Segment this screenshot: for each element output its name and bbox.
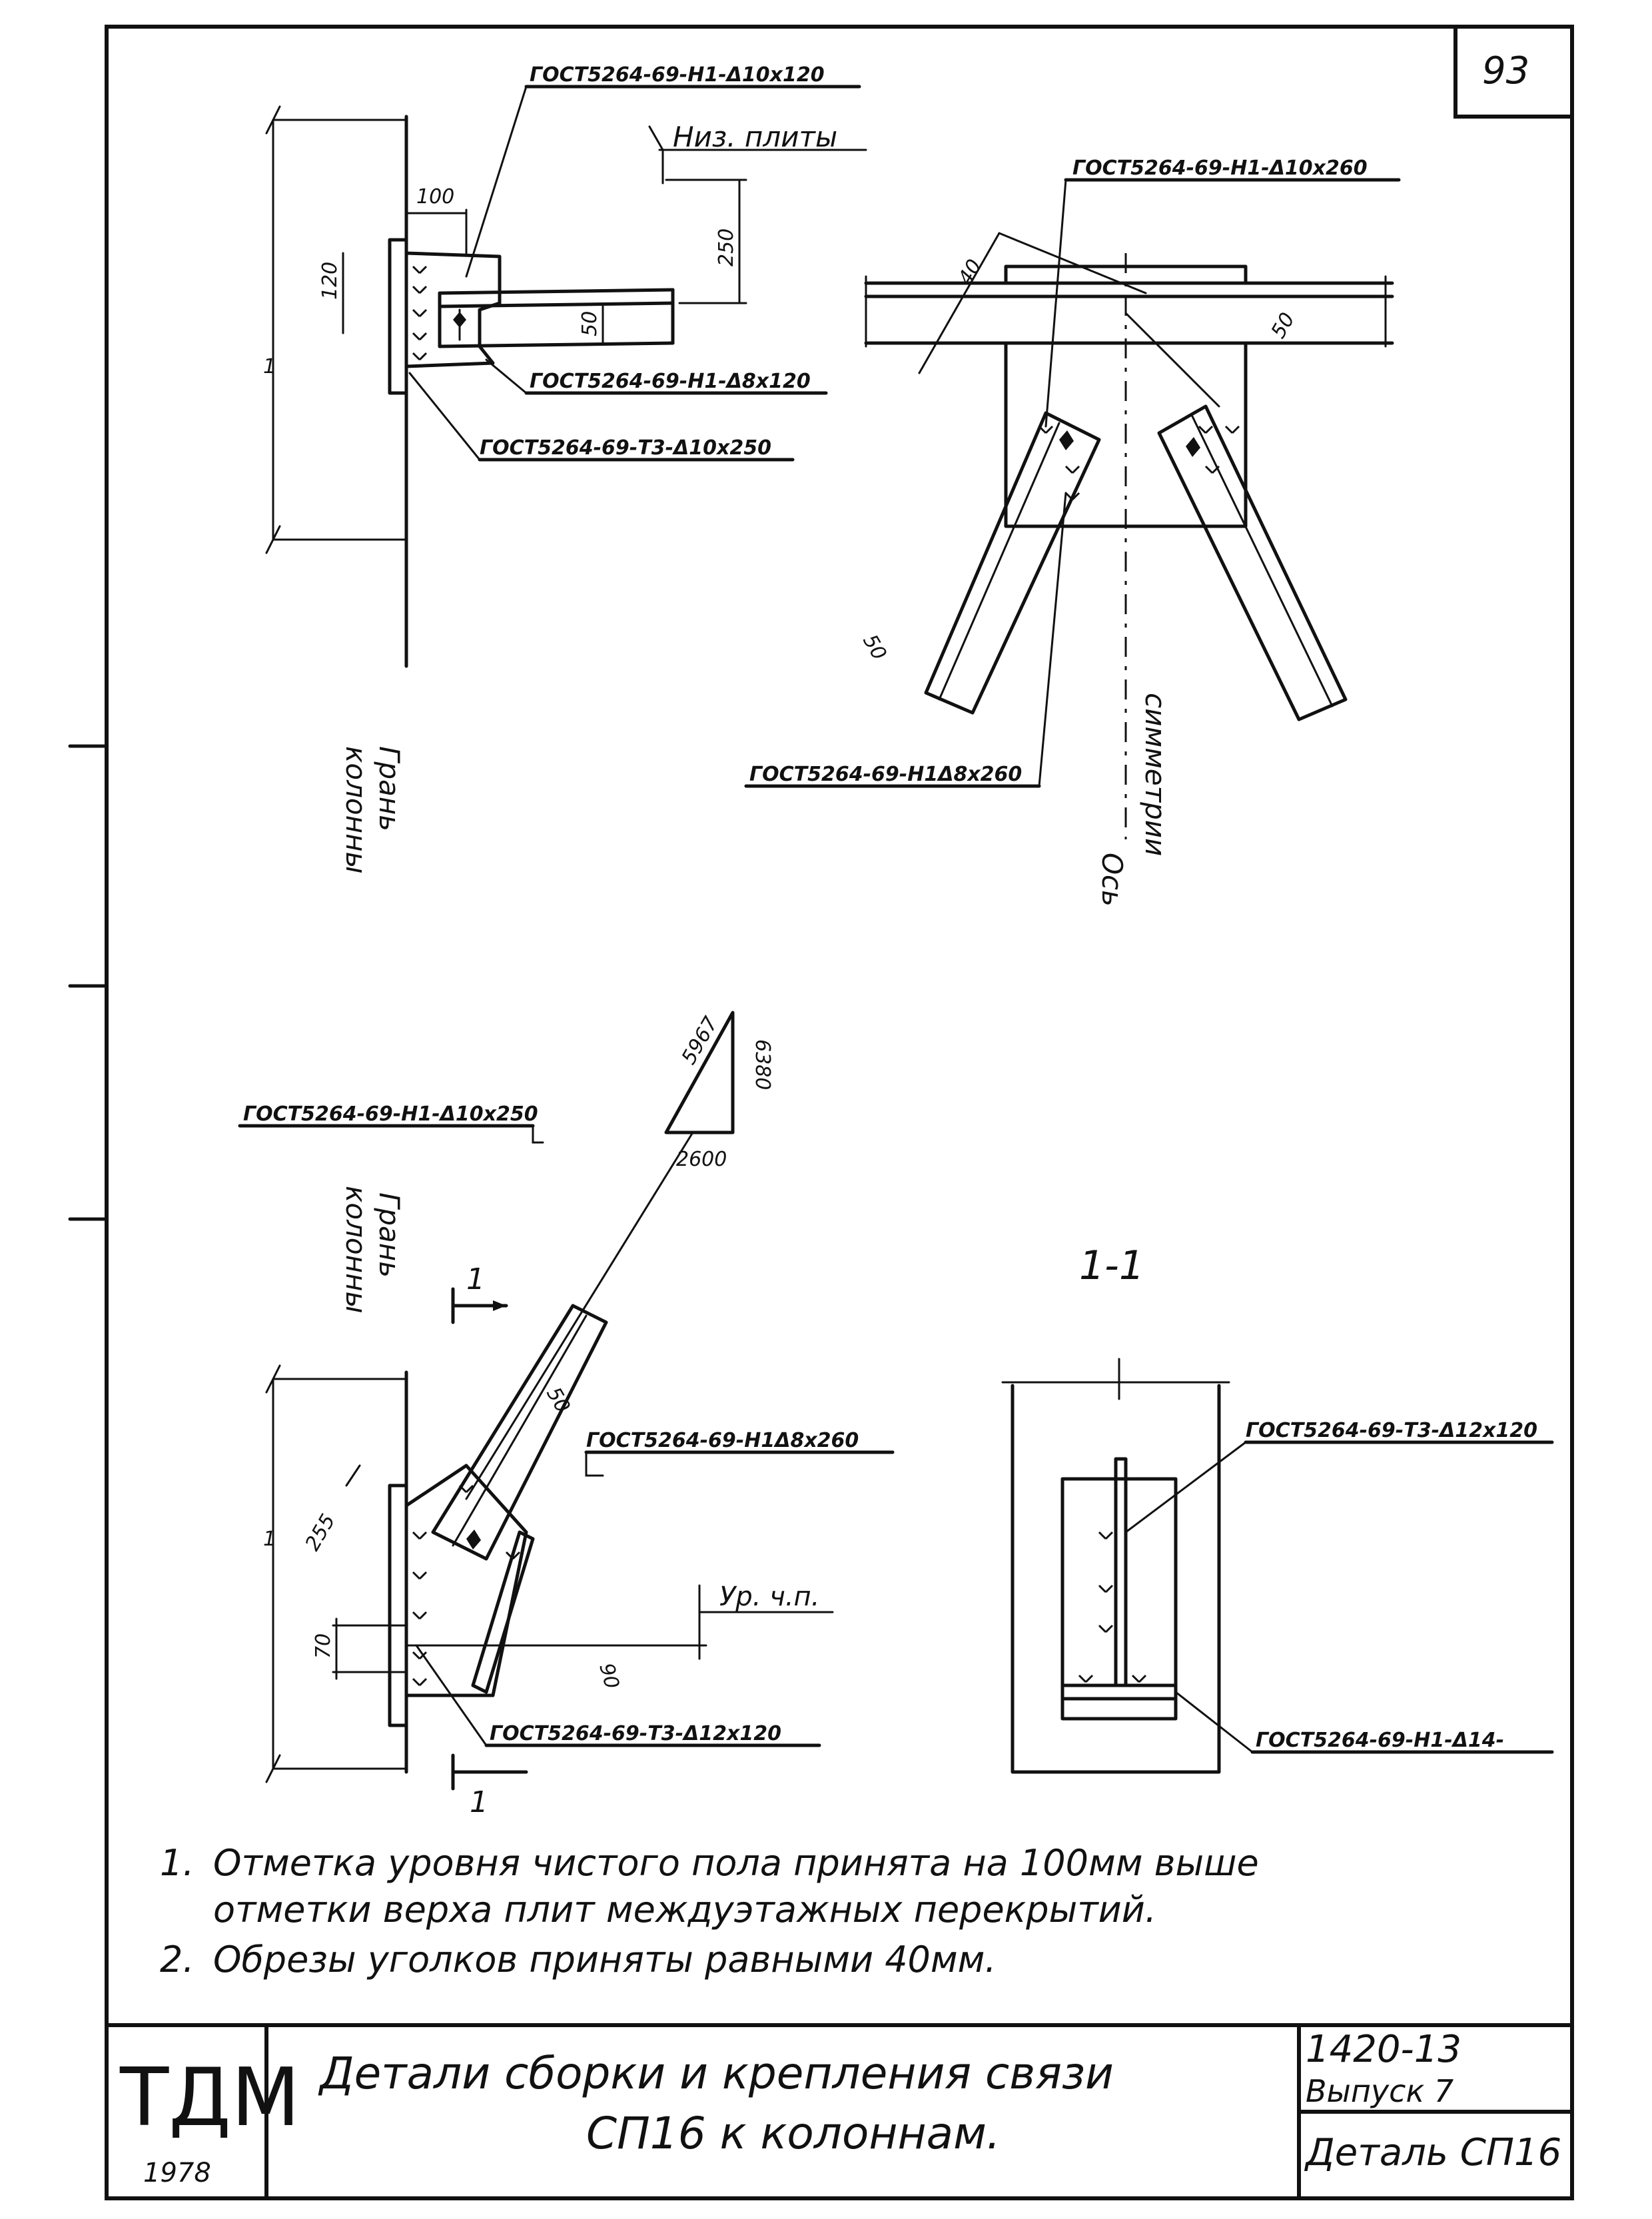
callout-weld-mid-bottom: ГОСТ5264-69-Н1Δ8х260 [586,1429,859,1452]
stamp-logo: ТДМ [119,2052,300,2144]
detail-bottom-left: 5967 6380 2600 1 255 70 50 90 [238,1011,895,1819]
dim-50-left: 50 [858,631,891,665]
slope-horiz: 2600 [676,1148,727,1171]
notes: 1. Отметка уровня чистого пола принята н… [160,1842,1259,1981]
dim-h1: 1 [263,355,276,378]
dim-50-right: 50 [1267,308,1300,342]
title-issue: Выпуск 7 [1306,2073,1453,2109]
dim-50: 50 [578,311,602,336]
callout-weld-mid: ГОСТ5264-69-Н1-Δ8х120 [530,370,811,393]
detail-top-left: 1 100 120 50 250 Низ. плиты [263,63,867,874]
slope-vert: 6380 [751,1039,774,1090]
dim-h1-bottom: 1 [263,1528,276,1551]
callout-section-weld-bottom: ГОСТ5264-69-Н1-Δ14- [1256,1729,1504,1752]
section-title: 1-1 [1079,1242,1144,1289]
axis-label-2: симметрии [1139,693,1172,856]
callout-weld-bottom-right: ГОСТ5264-69-Н1Δ8х260 [749,763,1022,786]
page-number-box [1453,27,1572,119]
section-mark-top: 1 [466,1262,485,1296]
sheet-frame [105,25,1574,2200]
section-mark-bottom: 1 [470,1785,488,1819]
dim-120: 120 [318,262,342,300]
title-line-2: СП16 к колоннам. [586,2108,1001,2159]
detail-top-right: 40 50 50 ГОСТ5264-69-Н1-Δ10х260 ГОСТ5264… [744,157,1401,907]
level-label: Низ. плиты [673,121,837,153]
column-face-label-1: Грань [373,746,406,831]
title-detail: Деталь СП16 [1304,2131,1561,2174]
note-1-line2: отметки верха плит междуэтажных перекрыт… [213,1889,1156,1931]
column-face-label-2: колонны [340,746,372,874]
axis-label-1: Ось [1096,853,1128,907]
callout-weld-low: ГОСТ5264-69-Т3-Δ10х250 [480,436,771,460]
note-2-line1: Обрезы уголков приняты равными 40мм. [213,1939,997,1981]
dim-250: 250 [715,228,738,266]
column-face-label-bottom-2: колонны [340,1186,372,1314]
dim-90: 90 [594,1661,623,1691]
stamp-year: 1978 [143,2158,211,2188]
title-block: ТДМ 1978 Детали сборки и крепления связи… [107,2023,1572,2198]
dim-70: 70 [312,1633,335,1659]
title-code: 1420-13 [1306,2028,1461,2071]
column-face-label-bottom-1: Грань [373,1192,406,1278]
level-label-bottom: Ур. ч.п. [719,1581,819,1612]
dim-100: 100 [416,185,454,209]
note-1-line1: Отметка уровня чистого пола принята на 1… [213,1842,1259,1884]
section-1-1: 1-1 ГОСТ5264-69-Т3-Δ12х120 ГОСТ5264-69-Н… [1001,1242,1554,1774]
callout-weld-low-bottom: ГОСТ5264-69-Т3-Δ12х120 [490,1722,781,1745]
note-1-num: 1. [160,1842,195,1884]
dim-50-bottom: 50 [542,1384,574,1418]
page-number: 93 [1482,49,1529,93]
callout-weld-top-right: ГОСТ5264-69-Н1-Δ10х260 [1072,157,1368,180]
title-line-1: Детали сборки и крепления связи [318,2048,1114,2099]
callout-weld-top: ГОСТ5264-69-Н1-Δ10х120 [530,63,825,87]
dim-255: 255 [301,1510,340,1555]
note-2-num: 2. [160,1939,195,1981]
callout-section-weld-top: ГОСТ5264-69-Т3-Δ12х120 [1246,1419,1537,1442]
callout-weld-top-bottom: ГОСТ5264-69-Н1-Δ10х250 [243,1103,538,1126]
